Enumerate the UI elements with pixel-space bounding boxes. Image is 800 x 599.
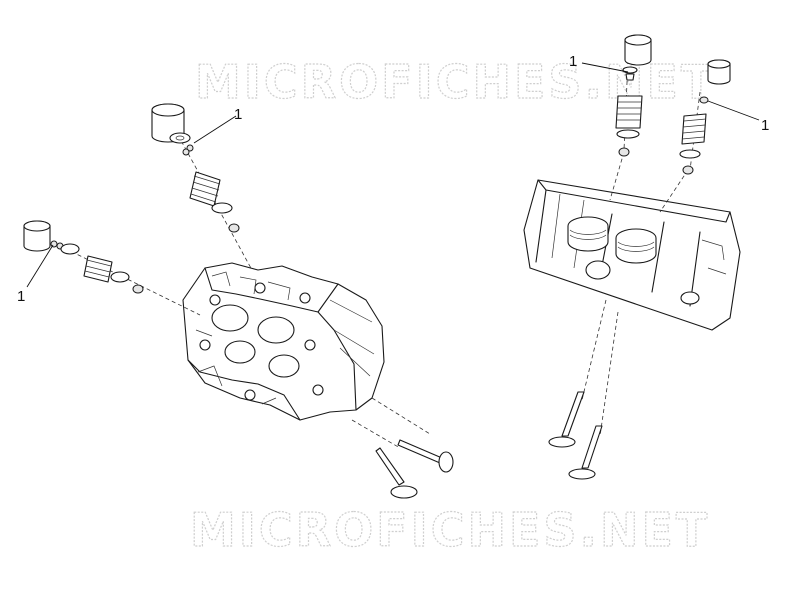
left-loose-valves <box>375 439 454 499</box>
left-lower-valve-stack <box>23 220 144 294</box>
callout-right-right: 1 <box>707 100 769 134</box>
callout-label: 1 <box>17 288 25 305</box>
left-cylinder-head <box>182 262 385 421</box>
callout-label: 1 <box>234 106 242 123</box>
callout-label: 1 <box>569 53 577 70</box>
right-left-valve-stack <box>615 34 652 157</box>
right-right-valve-stack <box>679 59 731 175</box>
watermark-top: MICROFICHES.NET <box>195 55 715 109</box>
watermark-bottom: MICROFICHES.NET <box>190 503 710 557</box>
right-cylinder-head <box>523 179 741 331</box>
callout-left-upper: 1 <box>193 106 242 144</box>
left-upper-valve-stack <box>151 103 240 233</box>
callout-left-lower: 1 <box>17 244 54 305</box>
right-loose-valves <box>548 391 603 480</box>
callout-label: 1 <box>761 117 769 134</box>
callout-right-upper: 1 <box>569 53 629 73</box>
